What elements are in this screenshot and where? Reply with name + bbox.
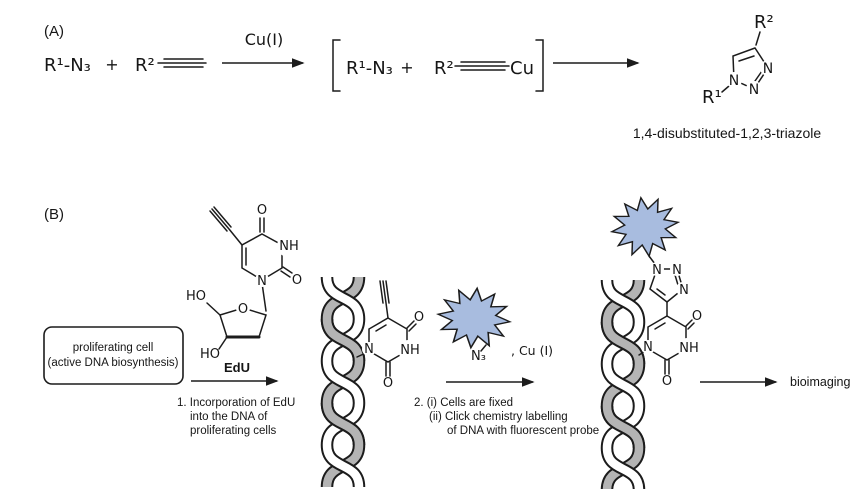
step1-line1: 1. Incorporation of EdU — [177, 397, 295, 409]
atom-o: O — [692, 309, 702, 324]
step2-line2: (ii) Click chemistry labelling — [429, 411, 568, 423]
intermediate-bracket: R¹-N₃ + R² Cu — [332, 39, 544, 92]
plus-sign: + — [105, 55, 118, 74]
triazole-linker: N N N — [648, 255, 690, 317]
edu-base-2: O NH N O — [638, 309, 702, 389]
intermediate-plus: + — [400, 58, 413, 77]
atom-o: O — [238, 302, 248, 317]
atom-ho: HO — [186, 289, 206, 304]
cell-box-line2: (active DNA biosynthesis) — [47, 357, 178, 369]
step2-line3: of DNA with fluorescent probe — [447, 425, 599, 437]
triazole-product: N N N R² R¹ — [702, 12, 776, 108]
atom-n: N — [672, 263, 682, 278]
panel-b-label: (B) — [44, 206, 64, 223]
edu-label: EdU — [224, 360, 250, 375]
atom-nh: NH — [400, 343, 420, 358]
catalyst-label: Cu(I) — [245, 30, 284, 49]
dna-helix-2 — [600, 279, 646, 489]
atom-o: O — [662, 374, 672, 389]
fluorescent-probe-star-2 — [606, 192, 684, 262]
atom-n: N — [749, 82, 759, 98]
atom-nh: NH — [279, 239, 299, 254]
bioimaging-label: bioimaging — [790, 375, 851, 389]
edu-structure: O NH O N O HO HO — [186, 203, 302, 362]
atom-o: O — [383, 376, 393, 391]
edu-base-1: O NH N O — [356, 280, 424, 391]
step2-text: 2. (i) Cells are fixed (ii) Click chemis… — [414, 397, 599, 437]
alkyne-formula: R² — [135, 55, 155, 76]
panel-a-label: (A) — [44, 23, 64, 40]
panel-b: (B) proliferating cell (active DNA biosy… — [43, 192, 851, 489]
r2-substituent: R² — [754, 12, 774, 33]
atom-o: O — [257, 203, 267, 218]
atom-n: N — [364, 342, 374, 357]
intermediate-copper: Cu — [510, 58, 534, 79]
fluorescent-probe-star-1 — [434, 283, 514, 353]
dna-helix-1 — [320, 276, 366, 488]
step1-line3: proliferating cells — [190, 425, 277, 437]
step1-line2: into the DNA of — [190, 411, 268, 423]
atom-n: N — [652, 263, 662, 278]
intermediate-azide: R¹-N₃ — [346, 58, 393, 79]
azide-bond — [480, 344, 487, 352]
proliferating-cell-box: proliferating cell (active DNA biosynthe… — [43, 326, 184, 385]
atom-n: N — [643, 340, 653, 355]
bracket-right — [535, 39, 544, 92]
atom-o: O — [292, 273, 302, 288]
r1-substituent: R¹ — [702, 87, 722, 108]
intermediate-alkyne: R² — [434, 58, 454, 79]
cell-box-line1: proliferating cell — [73, 342, 154, 354]
bracket-left — [332, 39, 341, 92]
panel-a: (A) R¹-N₃ + R² Cu(I) R¹-N₃ + R² Cu N — [44, 12, 821, 141]
atom-ho: HO — [200, 347, 220, 362]
azide-formula: R¹-N₃ — [44, 55, 91, 76]
atom-n: N — [763, 61, 773, 77]
atom-o: O — [414, 310, 424, 325]
atom-nh: NH — [679, 341, 699, 356]
step1-text: 1. Incorporation of EdU into the DNA of … — [177, 397, 295, 437]
atom-n: N — [257, 274, 267, 289]
azide-n3-label: N₃ — [471, 349, 486, 364]
product-caption: 1,4-disubstituted-1,2,3-triazole — [633, 125, 822, 141]
copper-label: , Cu (I) — [511, 343, 553, 358]
atom-n: N — [729, 73, 739, 89]
copper-acetylide-triple-bond — [454, 61, 510, 71]
step2-line1: 2. (i) Cells are fixed — [414, 397, 513, 409]
alkyne-triple-bond — [157, 58, 207, 68]
atom-n: N — [679, 283, 689, 298]
